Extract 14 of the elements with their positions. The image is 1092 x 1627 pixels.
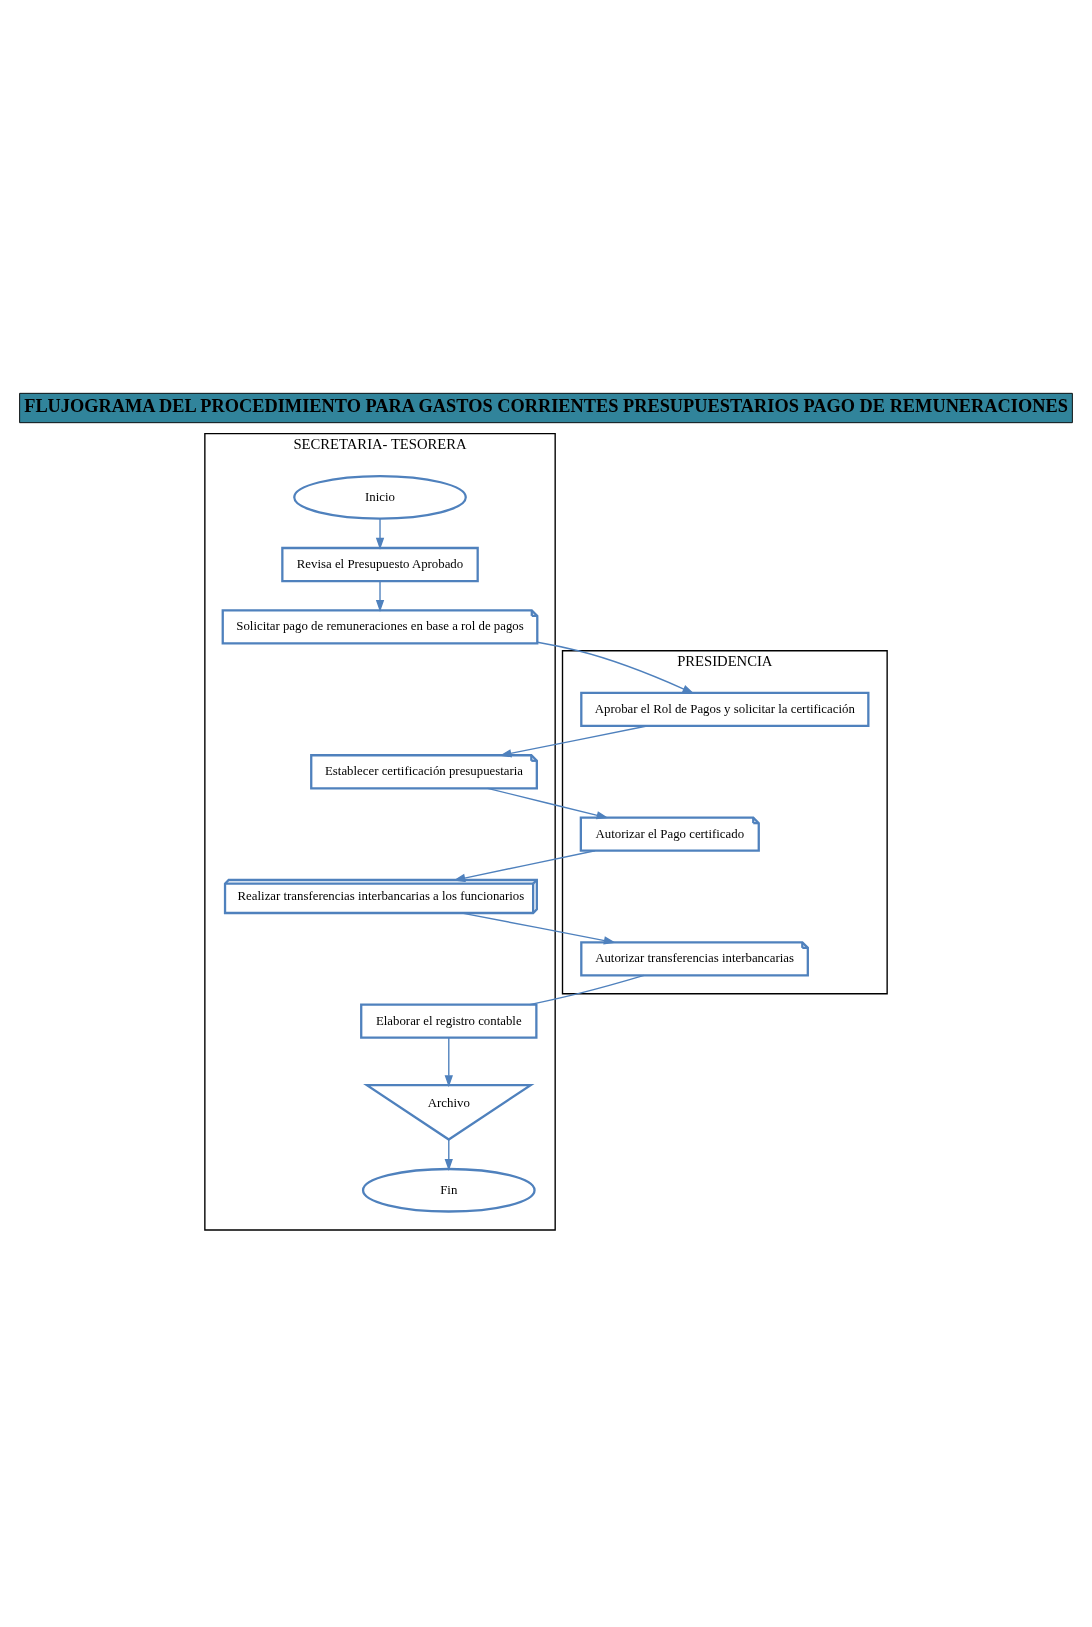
- node-ellipse: Fin: [361, 1167, 536, 1213]
- arrow: [461, 912, 616, 945]
- node-ellipse: Inicio: [293, 474, 467, 520]
- arrow: [375, 518, 385, 550]
- arrow: [375, 580, 385, 613]
- arrow: [536, 641, 695, 694]
- node-box: Elaborar el registro contable: [360, 1003, 538, 1039]
- diagram-title: FLUJOGRAMA DEL PROCEDIMIENTO PARA GASTOS CORRIENTES PRESUPUESTARIOS PAGO DE REMUNERACIONES: [24, 395, 1068, 416]
- node-box: Revisa el Presupuesto Aprobado: [281, 546, 479, 583]
- arrow: [444, 1138, 453, 1171]
- arrow: [444, 1037, 453, 1088]
- arrow: [499, 725, 648, 758]
- arrow: [486, 787, 609, 820]
- node-box: Aprobar el Rol de Pagos y solicitar la certificación: [580, 691, 870, 728]
